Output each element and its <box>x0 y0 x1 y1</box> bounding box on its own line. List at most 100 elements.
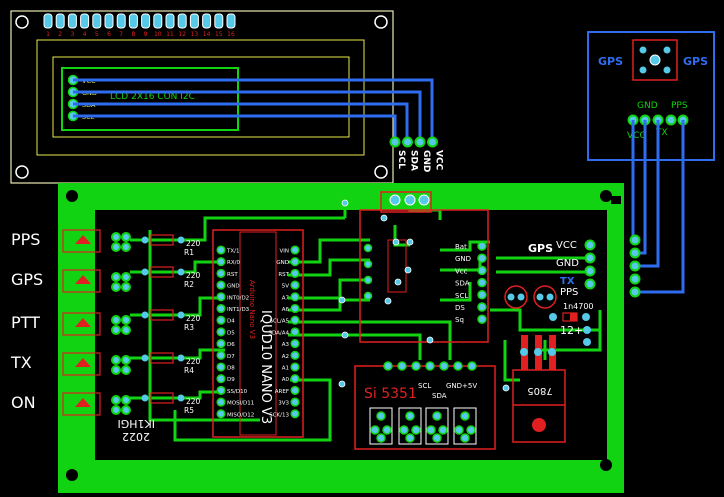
module-pin-pad <box>477 302 487 312</box>
si5351-pin-pad <box>383 361 393 371</box>
arrow-up-icon <box>75 358 91 367</box>
gps-pin-tx-label: TX <box>655 128 668 138</box>
arduino-pin-pad <box>290 397 300 407</box>
connector-outline <box>62 352 101 376</box>
arduino-pin-pad <box>216 397 226 407</box>
module-pin-pad <box>477 241 487 251</box>
mount-hole-icon <box>15 165 29 179</box>
lcd-pin-number: 6 <box>107 31 111 38</box>
arduino-pin-label: GND <box>227 284 240 290</box>
arduino-pin-pad <box>216 362 226 372</box>
arduino-pin-label: INT1/D3 <box>227 307 250 313</box>
gps-header-pad <box>629 286 641 298</box>
lcd-pin-number: 8 <box>131 31 135 38</box>
lcd-pin-pad <box>55 13 65 29</box>
arduino-pin-pad <box>290 350 300 360</box>
capacitors <box>504 285 557 309</box>
arduino-pin-label: TX/1 <box>226 249 239 255</box>
resistor-value: 220 <box>186 271 201 280</box>
si5351-pin-pad <box>397 361 407 371</box>
arduino-pin-pad <box>216 280 226 290</box>
arduino-pin-label: A2 <box>282 354 289 360</box>
arduino-pin-label: D9 <box>227 377 235 383</box>
arduino-pin-label: D4 <box>227 319 235 325</box>
arduino-pin-pad <box>290 315 300 325</box>
sma-connector-outline <box>453 407 477 445</box>
module-pin-pad <box>477 290 487 300</box>
resistor-icon <box>150 234 174 246</box>
lcd-display-area <box>36 39 365 156</box>
resistor-name: R1 <box>184 248 194 257</box>
arduino-pin-label: MOSI/D11 <box>227 401 254 407</box>
via-icon <box>338 296 346 304</box>
arduino-pin-label: A6 <box>282 307 290 313</box>
resistor-icon <box>150 266 174 278</box>
arduino-pin-label: GND <box>276 260 289 266</box>
arduino-pin-pad <box>290 385 300 395</box>
arduino-pin-pad <box>290 245 300 255</box>
si5351-sda: SDA <box>432 392 447 400</box>
arduino-pin-pad <box>216 385 226 395</box>
arduino-pin-label: D8 <box>227 366 235 372</box>
connector-label: ON <box>11 393 36 412</box>
si5351-pin-pad <box>411 361 421 371</box>
capacitor-icon <box>533 285 557 309</box>
lcd-pin-pad <box>67 13 77 29</box>
via-icon <box>394 278 402 286</box>
module-pin-label: SCL <box>455 292 468 300</box>
lcd-pin-pad <box>116 13 126 29</box>
gps-header-pad <box>629 260 641 272</box>
arduino-pin-pad <box>290 339 300 349</box>
si5351-pin-pad <box>439 361 449 371</box>
header-pin-label: VCC <box>434 150 444 171</box>
si5351-pin-pad <box>467 361 477 371</box>
lcd-label: LCD 2X16 CON I2C <box>110 92 195 102</box>
gps-header-pps: PPS <box>560 287 578 298</box>
lcd-pin-pad <box>92 13 102 29</box>
resistor-name: R3 <box>184 323 194 332</box>
arduino-pin-label: A7 <box>282 295 290 301</box>
arduino-pin-pad <box>290 280 300 290</box>
via-icon <box>406 238 414 246</box>
lcd-pin-number: 2 <box>58 31 62 38</box>
arrow-up-icon <box>75 398 91 407</box>
arduino-pin-pad <box>290 292 300 302</box>
arduino-pin-label: AREF <box>275 389 289 395</box>
resistor-value: 220 <box>186 239 201 248</box>
si5351-pin-pad <box>425 361 435 371</box>
arduino-pin-label: RST <box>278 272 289 278</box>
connector-label: TX <box>10 353 32 372</box>
arduino-pin-label: D6 <box>227 342 235 348</box>
lcd-inner-area <box>52 56 350 138</box>
gps-antenna-connector <box>632 39 678 81</box>
gps-header-pad <box>629 234 641 246</box>
module-pin-label: GND <box>455 255 471 263</box>
arduino-pin-pad <box>290 374 300 384</box>
connector-label: PTT <box>11 313 40 332</box>
arduino-pin-label: 3V3 <box>278 401 289 407</box>
arduino-pin-label: 5V <box>282 284 289 290</box>
connector-outline <box>62 269 101 293</box>
module-pin-label: Sq <box>455 316 464 324</box>
mount-hole-icon <box>15 15 29 29</box>
lcd-pin-number: 5 <box>95 31 99 38</box>
arrow-up-icon <box>75 318 91 327</box>
lcd-pin-number: 1 <box>46 31 50 38</box>
arduino-pin-label: INT0/D2 <box>227 295 249 301</box>
gps-board-pad <box>584 265 596 277</box>
gps-header-gnd: GND <box>556 258 579 269</box>
resistor-name: R2 <box>184 280 194 289</box>
arduino-pin-pad <box>216 409 226 419</box>
arduino-pin-pad <box>216 339 226 349</box>
si5351-gnd: GND <box>446 382 462 390</box>
gps-header-vcc: VCC <box>556 240 577 251</box>
gps-pin-gnd-label: GND <box>637 101 658 111</box>
via-icon <box>338 380 346 388</box>
header-pin-label: GND <box>421 150 431 172</box>
module-outline <box>359 209 489 343</box>
lcd-pin-number: 13 <box>191 31 199 38</box>
arduino-pin-label: RX/0 <box>227 260 240 266</box>
